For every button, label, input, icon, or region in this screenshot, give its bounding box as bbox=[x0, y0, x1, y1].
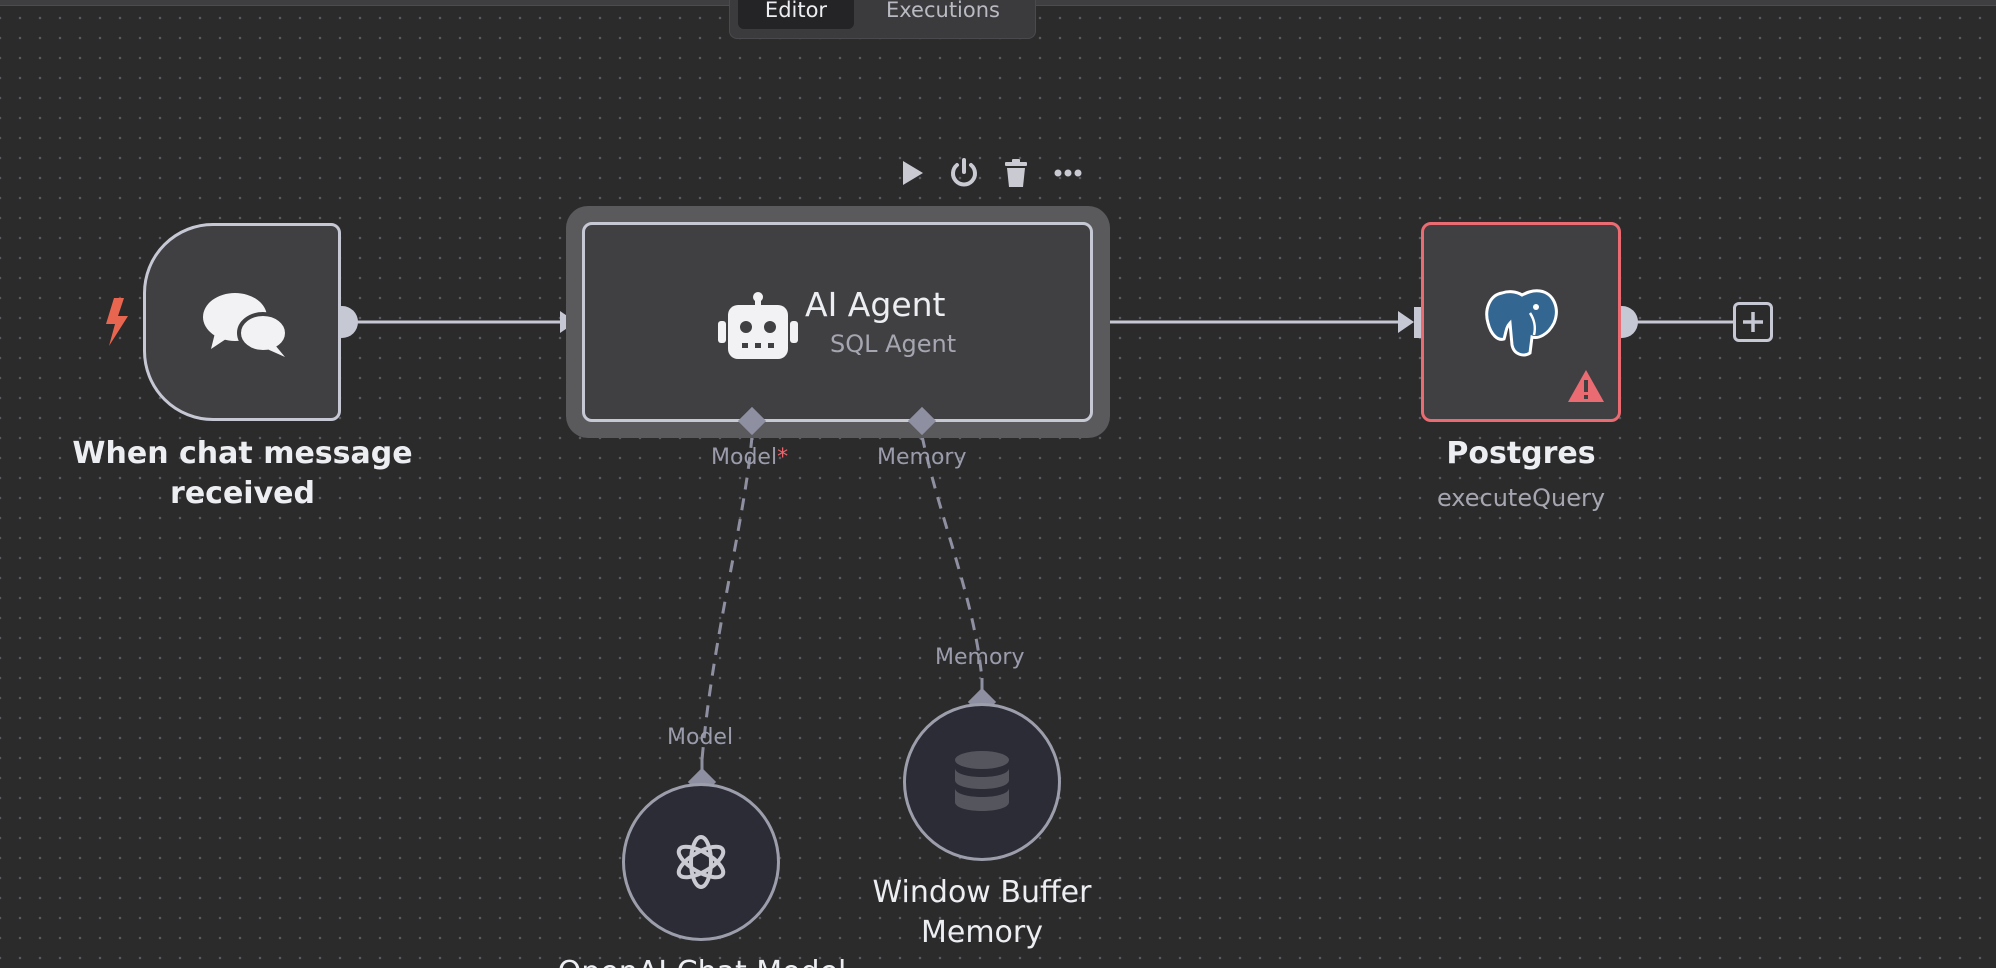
robot-icon bbox=[718, 292, 798, 359]
node-ai-agent[interactable]: AI Agent SQL Agent bbox=[582, 222, 1093, 422]
node-postgres[interactable] bbox=[1421, 222, 1621, 422]
memory-subnode-port-label: Memory bbox=[935, 645, 1025, 670]
add-node-button[interactable] bbox=[1733, 302, 1773, 342]
postgres-node-name: Postgres bbox=[1446, 436, 1596, 471]
database-icon bbox=[955, 751, 1009, 811]
power-icon[interactable] bbox=[946, 155, 982, 191]
tab-executions[interactable]: Executions bbox=[886, 0, 1000, 22]
tab-editor[interactable]: Editor bbox=[738, 0, 854, 29]
plus-icon bbox=[1743, 312, 1763, 332]
model-port-handle[interactable] bbox=[735, 404, 769, 438]
lightning-bolt-icon bbox=[106, 298, 128, 346]
edge-memory-subnode[interactable] bbox=[920, 435, 984, 681]
postgres-node-subtitle: executeQuery bbox=[1436, 484, 1606, 512]
memory-node-name: Window Buffer Memory bbox=[872, 875, 1092, 950]
trigger-node-name: When chat message received bbox=[72, 436, 413, 511]
node-window-buffer-memory[interactable] bbox=[903, 703, 1061, 861]
play-icon[interactable] bbox=[893, 155, 929, 191]
openai-icon bbox=[676, 835, 726, 889]
memory-port-handle[interactable] bbox=[905, 404, 939, 438]
warning-triangle-icon[interactable] bbox=[1566, 368, 1606, 404]
edge-model-subnode[interactable] bbox=[700, 435, 754, 761]
model-port-text: Model bbox=[711, 445, 778, 470]
ellipsis-icon[interactable] bbox=[1050, 155, 1086, 191]
view-tab-bar: Editor Executions bbox=[729, 0, 1036, 39]
required-marker: * bbox=[777, 445, 789, 470]
node-chat-trigger[interactable] bbox=[143, 223, 341, 421]
model-subnode-port-label: Model bbox=[667, 725, 734, 750]
chat-bubbles-icon bbox=[203, 293, 289, 357]
node-openai-chat-model[interactable] bbox=[622, 783, 780, 941]
trash-icon[interactable] bbox=[998, 155, 1034, 191]
agent-node-subtitle: SQL Agent bbox=[830, 330, 957, 358]
agent-node-name: AI Agent bbox=[805, 285, 946, 324]
openai-node-name: OpenAI Chat Model bbox=[520, 953, 884, 968]
edge-arrow bbox=[1398, 311, 1414, 333]
agent-memory-port-label: Memory bbox=[877, 445, 967, 470]
agent-model-port-label: Model* bbox=[711, 445, 788, 471]
postgres-elephant-icon bbox=[1485, 289, 1558, 357]
